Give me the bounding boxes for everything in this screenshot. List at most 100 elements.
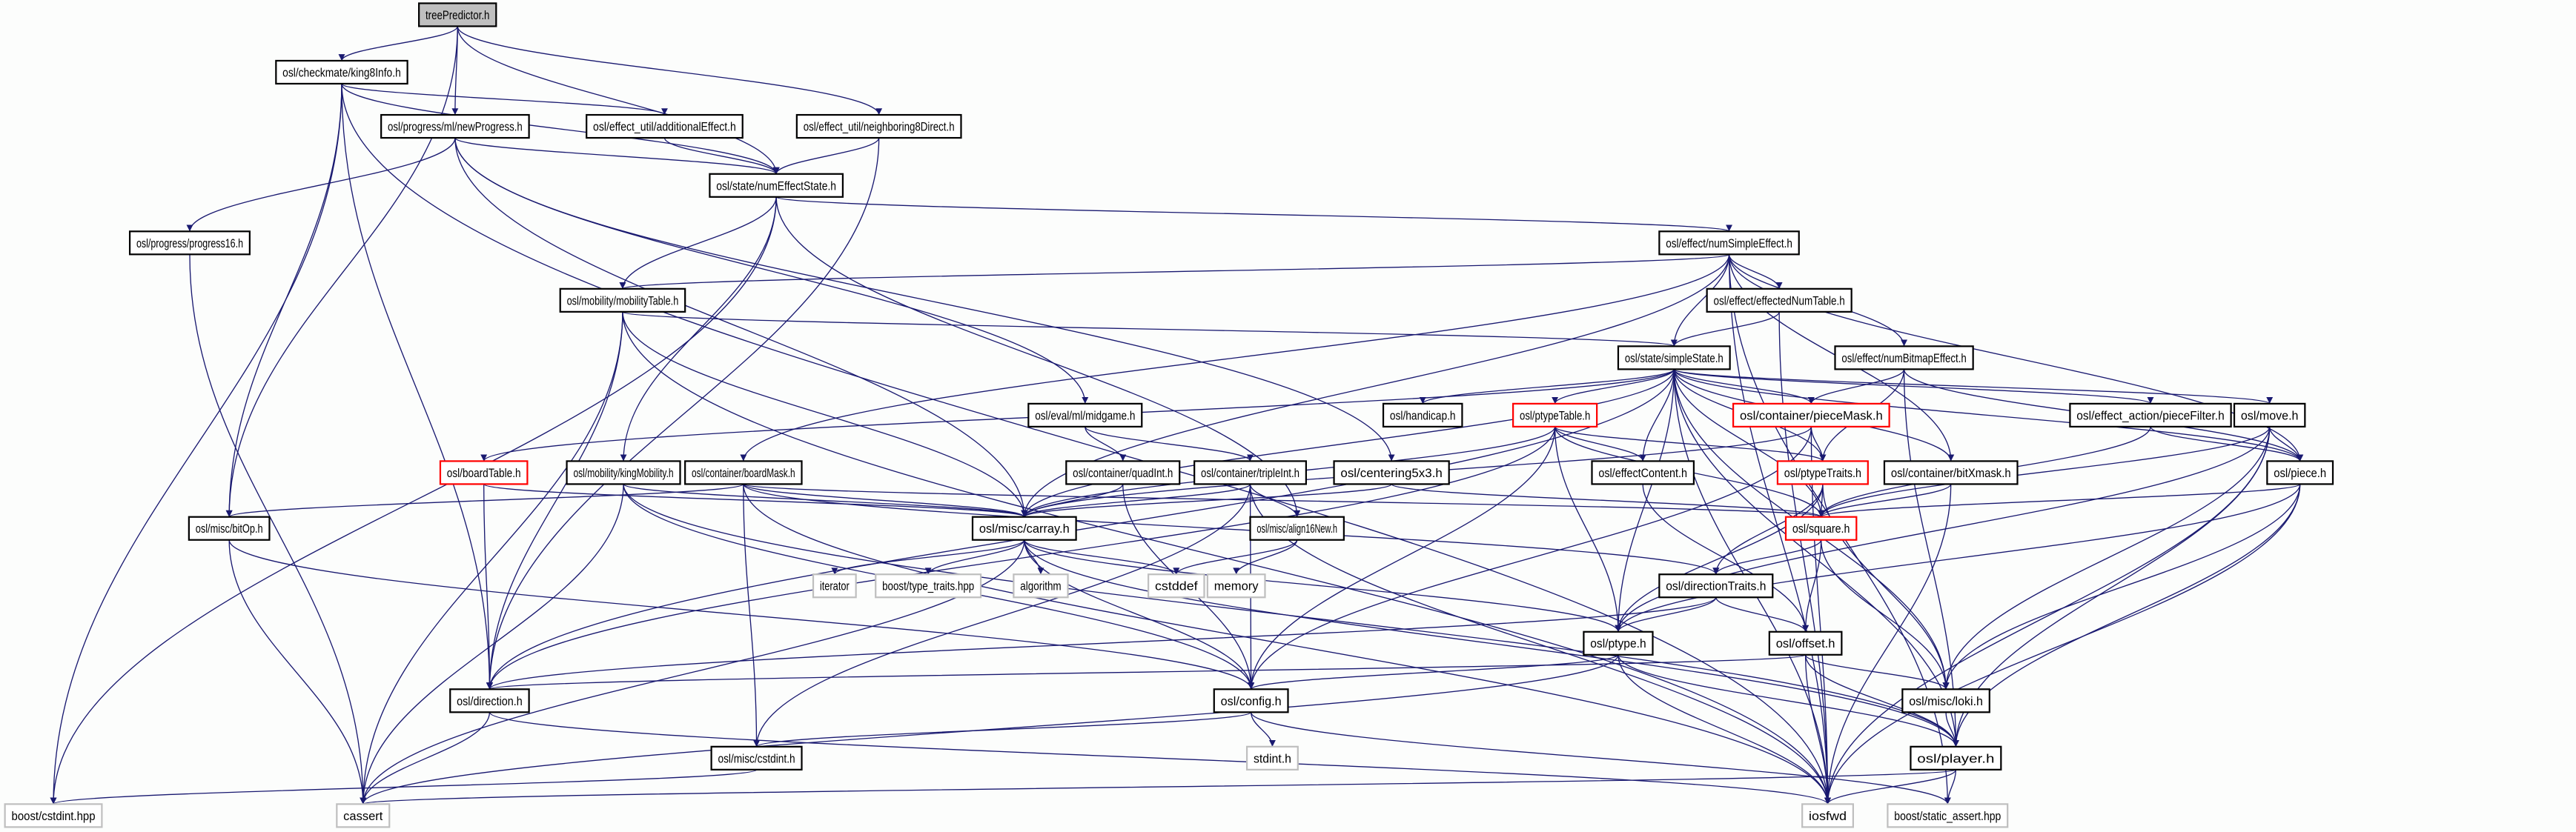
edge-carray-to-type_traits (927, 539, 1025, 575)
node-mobilityTable[interactable]: osl/mobility/mobilityTable.h (559, 287, 686, 313)
edge-neighboring8Direct-to-direction (489, 138, 880, 690)
arrowhead-boardMask (740, 454, 747, 462)
node-boardMask[interactable]: osl/container/boardMask.h (684, 460, 803, 485)
node-box (1193, 460, 1307, 485)
edge-offset-to-player (1804, 654, 1957, 747)
node-label: osl/config.h (1221, 694, 1282, 708)
edge-bitXmask-to-square (1820, 484, 1952, 518)
arrowhead-cstdint (753, 739, 760, 747)
arrowhead-numBitmapEffect (1901, 339, 1908, 347)
edge-kingMobility-to-cassert (362, 484, 624, 805)
node-numBitmapEffect[interactable]: osl/effect/numBitmapEffect.h (1834, 345, 1974, 370)
node-config[interactable]: osl/config.h (1213, 688, 1289, 713)
node-label: osl/container/boardMask.h (692, 466, 795, 480)
node-ptype[interactable]: osl/ptype.h (1583, 630, 1654, 656)
edge-pieceFilter-to-piece (2150, 426, 2301, 462)
arrowhead-player (1952, 739, 1959, 747)
node-label: osl/misc/bitOp.h (196, 522, 263, 536)
arrowhead-directionTraits (1712, 568, 1720, 575)
edge-piece-to-square (1820, 483, 2301, 518)
edge-newProgress-to-progress16 (189, 138, 456, 232)
node-ptypeTable[interactable]: osl/ptypeTable.h (1512, 402, 1598, 428)
edge-tripleInt-to-cstdint (755, 484, 1251, 747)
node-player[interactable]: osl/player.h (1910, 745, 2002, 771)
node-treePredictor[interactable]: treePredictor.h (418, 2, 497, 27)
edge-simpleState-to-pieceFilter (1673, 368, 2151, 405)
edge-ptypeTable-to-ptypeTraits (1554, 426, 1824, 462)
edge-numSimpleEffect-to-simpleState (1673, 254, 1730, 347)
node-label: osl/effect/numBitmapEffect.h (1841, 351, 1966, 365)
node-progress16[interactable]: osl/progress/progress16.h (128, 230, 251, 256)
edge-offset-to-iosfwd (1804, 654, 1829, 805)
edge-numEffectState-to-boost_cstdint (53, 196, 777, 805)
node-label: osl/checkmate/king8Info.h (282, 65, 401, 79)
node-effectContent[interactable]: osl/effectContent.h (1591, 460, 1695, 485)
node-king8Info[interactable]: osl/checkmate/king8Info.h (275, 59, 408, 85)
node-offset[interactable]: osl/offset.h (1768, 630, 1843, 656)
node-boardTable[interactable]: osl/boardTable.h (439, 460, 529, 485)
node-box (1065, 460, 1181, 485)
node-numEffectState[interactable]: osl/state/numEffectState.h (709, 173, 844, 198)
edge-effectedNumTable-to-iosfwd (1778, 311, 1829, 805)
node-effectedNumTable[interactable]: osl/effect/effectedNumTable.h (1706, 287, 1852, 313)
edge-king8Info-to-boost_cstdint (53, 83, 342, 805)
edge-boardTable-to-direction (483, 484, 491, 690)
node-kingMobility[interactable]: osl/mobility/kingMobility.h (566, 460, 681, 485)
node-additionalEffect[interactable]: osl/effect_util/additionalEffect.h (586, 113, 744, 139)
node-bitXmask[interactable]: osl/container/bitXmask.h (1883, 460, 2019, 485)
edge-numEffectState-to-kingMobility (623, 196, 777, 462)
node-box (2069, 402, 2232, 428)
arrowhead-king8Info (338, 54, 345, 61)
node-numSimpleEffect[interactable]: osl/effect/numSimpleEffect.h (1658, 230, 1800, 256)
node-bitOp[interactable]: osl/misc/bitOp.h (188, 516, 271, 541)
node-loki[interactable]: osl/misc/loki.h (1901, 688, 1990, 713)
node-midgame[interactable]: osl/eval/ml/midgame.h (1027, 402, 1143, 428)
node-pieceFilter[interactable]: osl/effect_action/pieceFilter.h (2069, 402, 2232, 428)
arrowhead-boardTable (480, 454, 488, 462)
edge-directionTraits-to-ptype (1618, 597, 1717, 633)
edge-square-to-directionTraits (1715, 539, 1822, 575)
node-box (1801, 803, 1854, 828)
node-label: osl/misc/loki.h (1909, 694, 1983, 708)
node-ptypeTraits[interactable]: osl/ptypeTraits.h (1776, 460, 1869, 485)
arrowhead-tripleInt (1247, 454, 1254, 462)
nodes-layer: treePredictor.h osl/checkmate/king8Info.h… (4, 2, 2334, 828)
node-direction[interactable]: osl/direction.h (449, 688, 530, 713)
edge-numEffectState-to-mobilityTable (622, 196, 777, 289)
edge-kingMobility-to-carray (623, 483, 1025, 518)
node-carray[interactable]: osl/misc/carray.h (971, 516, 1077, 541)
node-directionTraits[interactable]: osl/directionTraits.h (1658, 573, 1774, 599)
edge-align16New-to-cstddef (1176, 539, 1298, 575)
arrowhead-ptype (1615, 625, 1622, 632)
arrowhead-square (1818, 510, 1825, 517)
node-label: osl/directionTraits.h (1666, 579, 1766, 593)
node-label: osl/eval/ml/midgame.h (1035, 408, 1135, 422)
node-align16New[interactable]: osl/misc/align16New.h (1249, 516, 1345, 541)
node-box (1249, 516, 1345, 541)
node-box (449, 688, 530, 713)
arrowhead-move (2266, 397, 2274, 404)
edge-simpleState-to-move (1673, 368, 2271, 405)
node-label: osl/boardTable.h (447, 466, 521, 480)
node-quadInt[interactable]: osl/container/quadInt.h (1065, 460, 1181, 485)
node-newProgress[interactable]: osl/progress/ml/newProgress.h (380, 113, 530, 139)
node-piece[interactable]: osl/piece.h (2266, 460, 2334, 485)
edge-move-to-iosfwd (1827, 426, 2271, 805)
node-label: osl/container/pieceMask.h (1740, 408, 1883, 422)
arrowhead-pieceMask (1807, 397, 1815, 404)
node-cstdint[interactable]: osl/misc/cstdint.h (710, 745, 803, 771)
node-neighboring8Direct[interactable]: osl/effect_util/neighboring8Direct.h (795, 113, 962, 139)
node-centering5x3[interactable]: osl/centering5x3.h (1333, 460, 1450, 485)
node-type_traits: boost/type_traits.hpp (875, 573, 982, 599)
node-handicap[interactable]: osl/handicap.h (1382, 402, 1463, 428)
arrowhead-algorithm (1037, 568, 1044, 575)
edge-pieceMask-to-iosfwd (1810, 426, 1829, 805)
node-tripleInt[interactable]: osl/container/tripleInt.h (1193, 460, 1307, 485)
arrowhead-stdint (1269, 739, 1276, 747)
edge-carray-to-ptype (1024, 539, 1619, 632)
node-move[interactable]: osl/move.h (2233, 402, 2306, 428)
edge-carray-to-player (1024, 539, 1957, 747)
node-pieceMask[interactable]: osl/container/pieceMask.h (1732, 402, 1890, 428)
node-simpleState[interactable]: osl/state/simpleState.h (1617, 345, 1731, 370)
node-square[interactable]: osl/square.h (1784, 516, 1858, 541)
